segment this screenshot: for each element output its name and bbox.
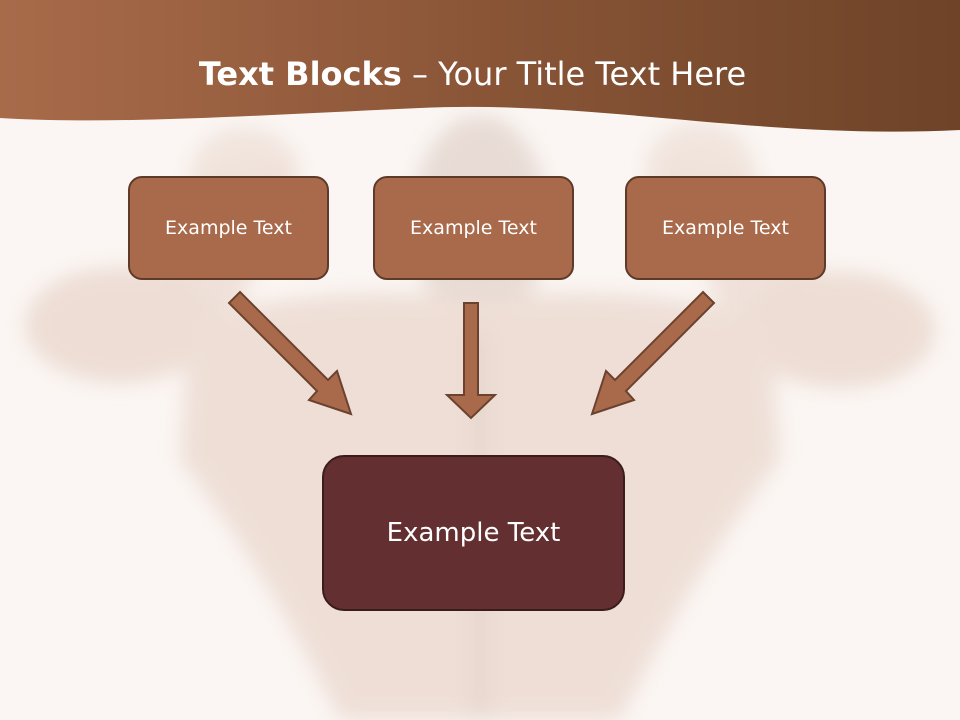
text-block-bottom[interactable]: Example Text — [322, 455, 625, 611]
slide-title: Text Blocks – Your Title Text Here — [0, 52, 945, 96]
text-block-top-left[interactable]: Example Text — [128, 176, 329, 280]
text-block-top-right-label: Example Text — [662, 217, 789, 239]
text-block-top-right[interactable]: Example Text — [625, 176, 826, 280]
title-rest: Your Title Text Here — [438, 55, 747, 93]
arrow-right-down-left — [590, 290, 716, 416]
header-band — [0, 0, 960, 132]
text-block-bottom-label: Example Text — [386, 518, 561, 548]
arrow-left-down-right — [227, 290, 353, 416]
title-dash: – — [401, 55, 439, 93]
text-block-top-center[interactable]: Example Text — [373, 176, 574, 280]
text-block-top-left-label: Example Text — [165, 217, 292, 239]
arrow-center-down — [444, 302, 498, 420]
title-bold-part: Text Blocks — [198, 55, 402, 93]
text-block-top-center-label: Example Text — [410, 217, 537, 239]
